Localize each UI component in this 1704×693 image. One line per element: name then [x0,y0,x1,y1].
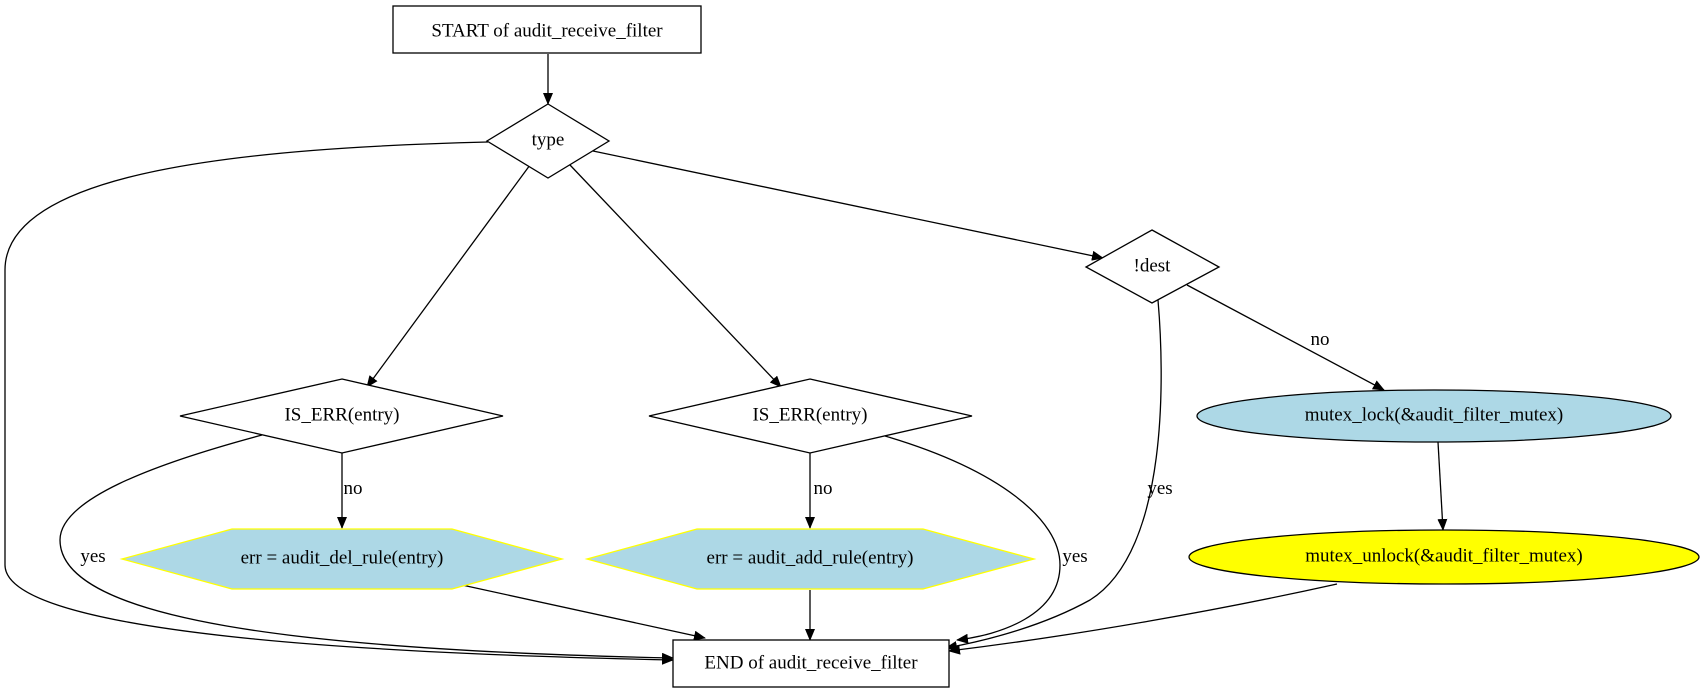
is-err-mid-diamond [648,378,973,454]
end-box [672,639,950,688]
edge-type-to-is-err-mid [569,164,782,388]
edges [4,54,1448,665]
dest-label: !dest [1134,255,1172,276]
mutex-lock-label: mutex_lock(&audit_filter_mutex) [1305,404,1564,425]
node-dest-decision: !dest [1084,229,1221,304]
edge-label-left-yes: yes [80,546,105,567]
node-is-err-left: IS_ERR(entry) [179,378,504,454]
edge-labels: no yes no yes no yes [80,329,1329,567]
edge-dest-yes-to-end [945,299,1162,651]
is-err-left-diamond [179,378,504,454]
mutex-lock-ellipse [1196,389,1672,443]
node-end: END of audit_receive_filter [672,639,950,688]
node-type-decision: type [485,103,611,179]
edge-type-to-dest [592,150,1104,261]
edge-label-mid-no: no [814,478,833,499]
node-start: START of audit_receive_filter [392,5,702,54]
end-label: END of audit_receive_filter [704,652,918,673]
edge-label-mid-yes: yes [1062,546,1087,567]
node-del-rule: err = audit_del_rule(entry) [119,528,565,590]
start-label: START of audit_receive_filter [431,20,663,41]
edge-del-rule-to-end [461,584,706,641]
edge-label-dest-no: no [1311,329,1330,350]
type-label: type [532,129,565,150]
dest-diamond [1084,229,1221,304]
is-err-left-label: IS_ERR(entry) [284,404,399,425]
edge-type-to-is-err-left [366,164,531,388]
is-err-mid-label: IS_ERR(entry) [752,404,867,425]
del-rule-label: err = audit_del_rule(entry) [241,547,444,568]
edge-mutex-lock-to-unlock [1437,441,1448,531]
edge-dest-no-to-mutex-lock [1186,284,1385,391]
node-add-rule: err = audit_add_rule(entry) [584,528,1037,590]
add-rule-label: err = audit_add_rule(entry) [707,547,914,568]
node-is-err-mid: IS_ERR(entry) [648,378,973,454]
mutex-unlock-ellipse [1188,529,1700,585]
edge-label-dest-yes: yes [1147,478,1172,499]
node-mutex-lock: mutex_lock(&audit_filter_mutex) [1196,389,1672,443]
edge-type-to-end-direct [4,141,674,665]
edge-label-left-no: no [344,478,363,499]
edge-mutex-unlock-to-end [948,583,1338,655]
node-mutex-unlock: mutex_unlock(&audit_filter_mutex) [1188,529,1700,585]
type-diamond [485,103,611,179]
mutex-unlock-label: mutex_unlock(&audit_filter_mutex) [1305,545,1583,566]
start-box [392,5,702,54]
add-rule-hexagon [584,528,1037,590]
edge-is-err-left-yes-to-end [59,434,674,663]
edge-is-err-mid-yes-to-end [884,435,1061,644]
del-rule-hexagon [119,528,565,590]
